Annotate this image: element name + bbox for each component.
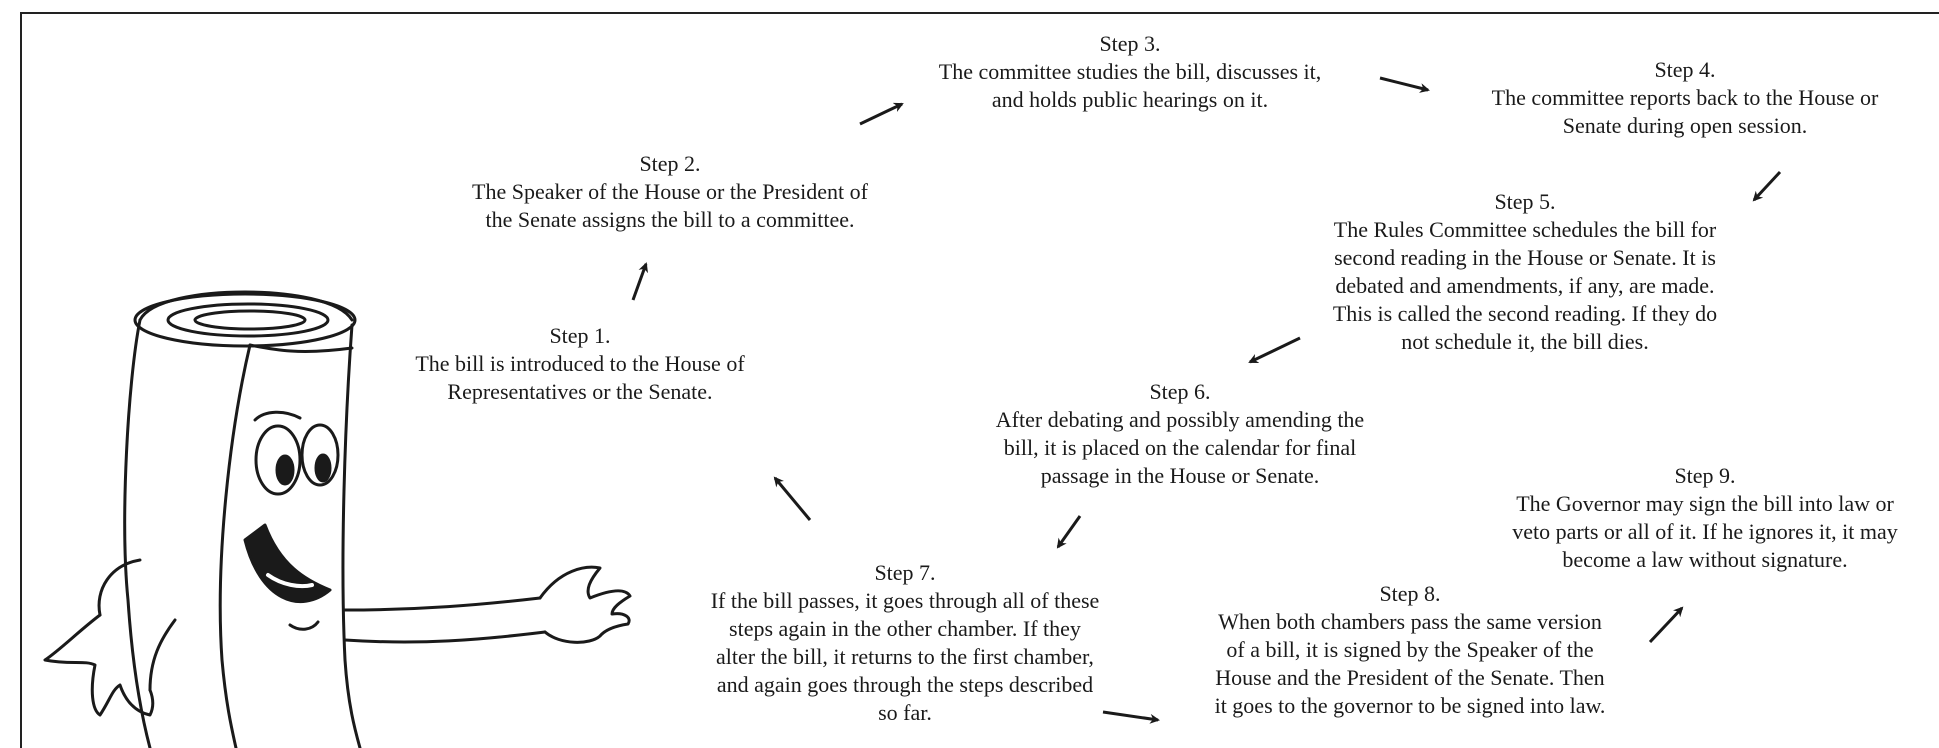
step-7-line: and again goes through the steps describ… — [716, 672, 1094, 697]
arrow-step8-to-step9 — [1648, 606, 1684, 644]
step-8-line: of a bill, it is signed by the Speaker o… — [1226, 637, 1594, 662]
step-7-title: Step 7. — [874, 560, 936, 585]
step-2-title: Step 2. — [639, 151, 701, 176]
step-7-line: If the bill passes, it goes through all … — [710, 588, 1100, 613]
step-2-line: the Senate assigns the bill to a committ… — [485, 207, 855, 232]
step-6: Step 6. After debating and possibly amen… — [925, 378, 1435, 490]
step-8: Step 8. When both chambers pass the same… — [1145, 580, 1675, 720]
step-4-title: Step 4. — [1654, 57, 1716, 82]
step-8-line: When both chambers pass the same version — [1218, 609, 1602, 634]
step-5-line: This is called the second reading. If th… — [1332, 301, 1718, 326]
step-9-line: become a law without signature. — [1562, 547, 1848, 572]
step-5-line: debated and amendments, if any, are made… — [1335, 273, 1715, 298]
step-9: Step 9. The Governor may sign the bill i… — [1450, 462, 1939, 574]
arrow-step7-to-step1 — [773, 476, 812, 521]
step-7-line: so far. — [878, 700, 932, 725]
arrow-step6-to-step7 — [1056, 515, 1082, 549]
step-7: Step 7. If the bill passes, it goes thro… — [630, 559, 1180, 727]
step-9-title: Step 9. — [1674, 463, 1736, 488]
arrow-step3-to-step4 — [1379, 76, 1430, 93]
step-9-line: veto parts or all of it. If he ignores i… — [1512, 519, 1898, 544]
diagram-frame — [20, 12, 1939, 748]
step-8-title: Step 8. — [1379, 581, 1441, 606]
step-6-title: Step 6. — [1149, 379, 1211, 404]
arrow-step5-to-step6 — [1248, 336, 1301, 364]
step-3: Step 3. The committee studies the bill, … — [870, 30, 1390, 114]
step-3-line: The committee studies the bill, discusse… — [938, 59, 1322, 84]
step-7-line: steps again in the other chamber. If the… — [729, 616, 1081, 641]
step-7-line: alter the bill, it returns to the first … — [716, 644, 1094, 669]
arrow-step1-to-step2 — [631, 262, 648, 301]
step-1-line: Representatives or the Senate. — [447, 379, 713, 404]
step-5-line: The Rules Committee schedules the bill f… — [1333, 217, 1717, 242]
step-6-line: After debating and possibly amending the — [995, 407, 1365, 432]
step-8-line: House and the President of the Senate. T… — [1215, 665, 1605, 690]
step-1-title: Step 1. — [549, 323, 611, 348]
step-5-title: Step 5. — [1494, 189, 1556, 214]
step-5-line: second reading in the House or Senate. I… — [1334, 245, 1716, 270]
arrow-step4-to-step5 — [1752, 170, 1782, 202]
step-4-line: Senate during open session. — [1562, 113, 1808, 138]
step-5-line: not schedule it, the bill dies. — [1401, 329, 1649, 354]
step-2-line: The Speaker of the House or the Presiden… — [472, 179, 868, 204]
scroll-character-illustration — [43, 290, 632, 748]
step-6-line: passage in the House or Senate. — [1040, 463, 1320, 488]
step-5: Step 5. The Rules Committee schedules th… — [1265, 188, 1785, 356]
step-3-title: Step 3. — [1099, 31, 1161, 56]
step-6-line: bill, it is placed on the calendar for f… — [1003, 435, 1357, 460]
step-1: Step 1. The bill is introduced to the Ho… — [340, 322, 820, 406]
step-9-line: The Governor may sign the bill into law … — [1516, 491, 1894, 516]
arrow-step7-to-step8 — [1102, 710, 1160, 724]
step-4: Step 4. The committee reports back to th… — [1440, 56, 1930, 140]
step-8-line: it goes to the governor to be signed int… — [1214, 693, 1606, 718]
step-3-line: and holds public hearings on it. — [991, 87, 1269, 112]
step-1-line: The bill is introduced to the House of — [415, 351, 745, 376]
step-4-line: The committee reports back to the House … — [1491, 85, 1879, 110]
arrow-step2-to-step3 — [859, 102, 904, 126]
flow-arrows — [631, 76, 1782, 724]
step-2: Step 2. The Speaker of the House or the … — [420, 150, 920, 234]
